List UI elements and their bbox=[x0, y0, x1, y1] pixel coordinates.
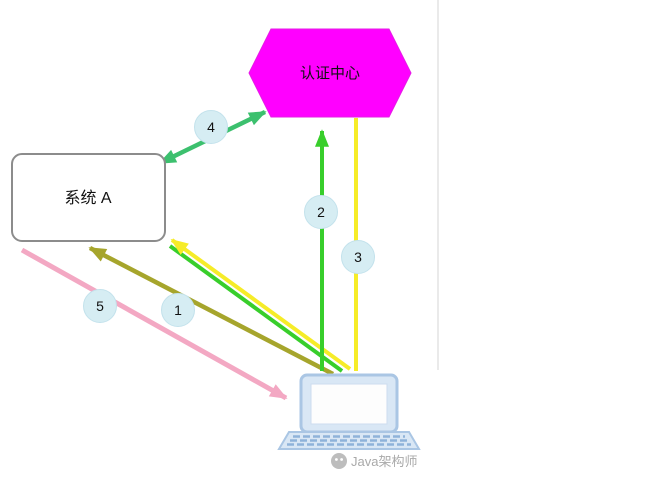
laptop-display bbox=[310, 383, 388, 425]
step-3-label: 3 bbox=[354, 249, 362, 265]
step-4-badge bbox=[194, 110, 228, 144]
step-1-label: 1 bbox=[174, 302, 182, 318]
watermark-icon-eye-right bbox=[340, 458, 343, 461]
step-5-arrow bbox=[20, 247, 288, 401]
step-1-arrow bbox=[88, 246, 335, 376]
step-3-badge bbox=[341, 240, 375, 274]
system-a-box bbox=[11, 153, 166, 242]
watermark-icon bbox=[331, 453, 347, 469]
auth-center-label: 认证中心 bbox=[300, 65, 360, 82]
step-5-badge bbox=[83, 289, 117, 323]
step-2-label: 2 bbox=[317, 204, 325, 220]
watermark-icon-eye-left bbox=[335, 458, 338, 461]
step-badges: 4 2 3 1 5 bbox=[83, 110, 375, 327]
arrows-layer bbox=[20, 109, 358, 401]
watermark-label: Java架构师 bbox=[351, 454, 417, 469]
system-a-label: 系统 A bbox=[64, 189, 111, 207]
step-2-redirect-line bbox=[168, 244, 344, 373]
laptop-icon bbox=[277, 373, 421, 450]
auth-center-hexagon bbox=[248, 28, 412, 118]
step-4-label: 4 bbox=[207, 119, 215, 135]
watermark: Java架构师 bbox=[331, 453, 417, 469]
step-2-badge bbox=[304, 195, 338, 229]
step-1-badge bbox=[161, 293, 195, 327]
step-5-label: 5 bbox=[96, 298, 104, 314]
